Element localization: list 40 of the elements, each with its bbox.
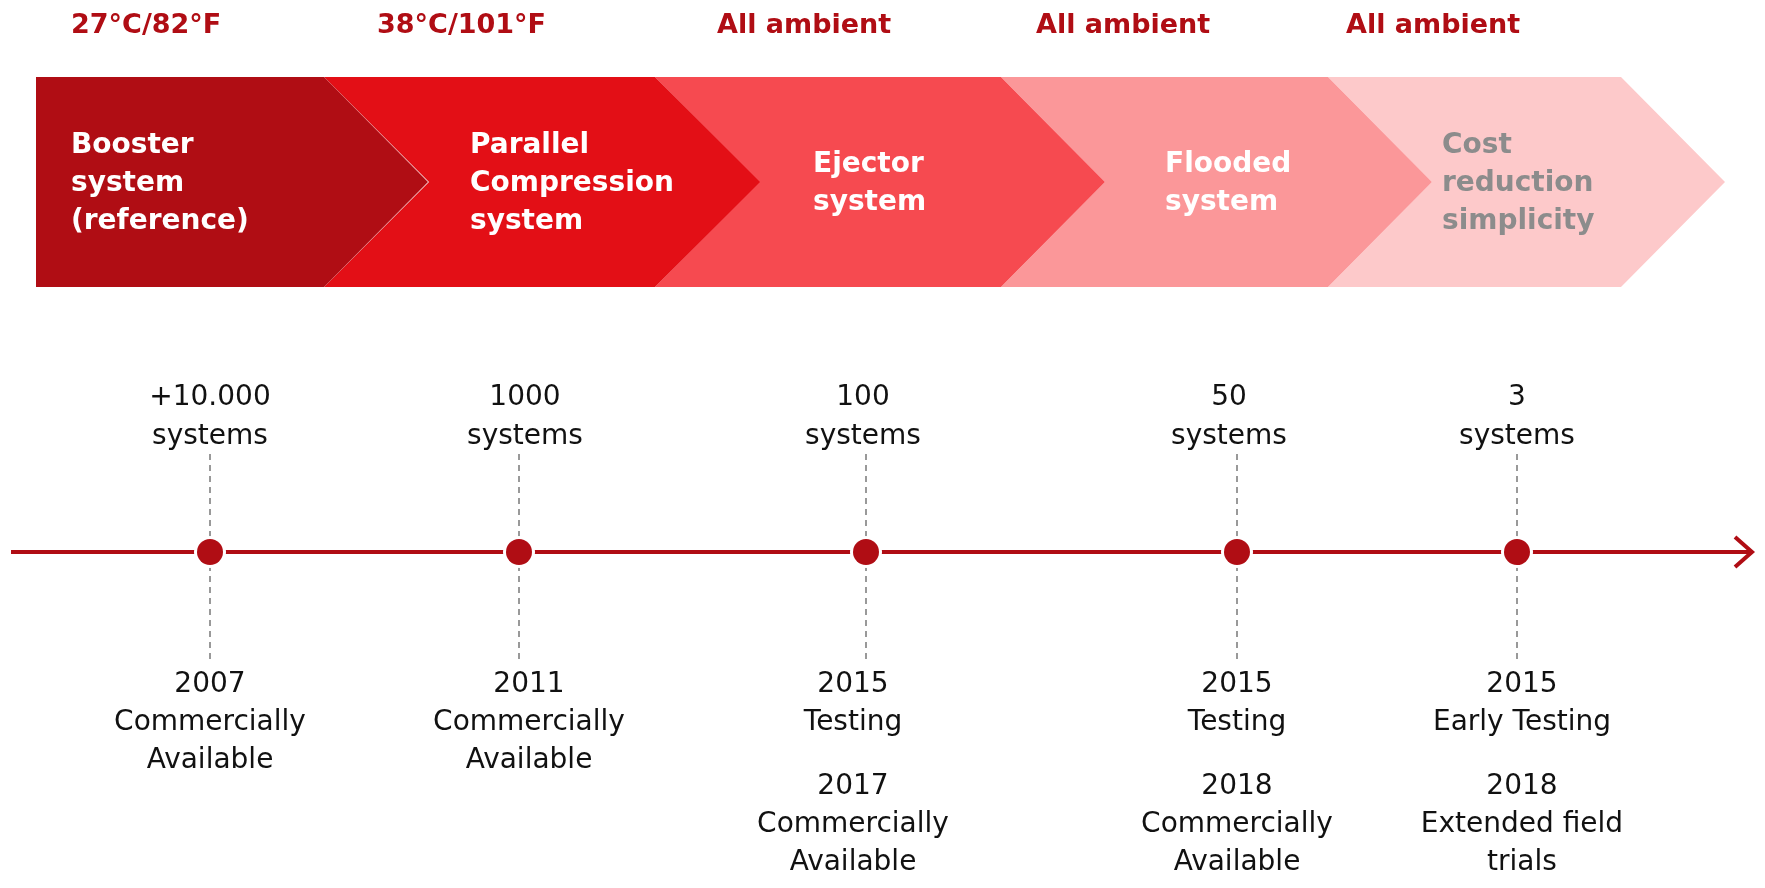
system-count: 100 systems bbox=[797, 376, 929, 454]
chevron-step bbox=[324, 77, 760, 287]
year-label: 2015 bbox=[1200, 665, 1274, 701]
year-label: 2017 bbox=[816, 767, 890, 803]
status-label: Testing bbox=[802, 703, 904, 739]
year-label: 2011 bbox=[492, 665, 566, 701]
status-label: Early Testing bbox=[1431, 703, 1613, 739]
system-count: 50 systems bbox=[1163, 376, 1295, 454]
temperature-label: All ambient bbox=[1346, 8, 1521, 39]
year-label: 2015 bbox=[1485, 665, 1559, 701]
temperature-label: All ambient bbox=[717, 8, 892, 39]
milestone-dot bbox=[1504, 539, 1530, 565]
year-label: 2007 bbox=[173, 665, 247, 701]
chevron-step bbox=[1001, 77, 1432, 287]
step-title: Booster system (reference) bbox=[71, 126, 250, 238]
chevron-step bbox=[1328, 77, 1725, 287]
status-label: Commercially Available bbox=[432, 703, 626, 777]
status-label: Extended field trials bbox=[1419, 805, 1625, 879]
milestone-dot bbox=[197, 539, 223, 565]
chevron-step bbox=[36, 77, 428, 287]
milestone-dot bbox=[1224, 539, 1250, 565]
temperature-label: 27°C/82°F bbox=[71, 8, 222, 39]
year-label: 2018 bbox=[1485, 767, 1559, 803]
step-title: Flooded system bbox=[1165, 145, 1293, 219]
system-count: 3 systems bbox=[1451, 376, 1583, 454]
status-label: Commercially Available bbox=[113, 703, 307, 777]
temperature-label: All ambient bbox=[1036, 8, 1211, 39]
status-label: Testing bbox=[1186, 703, 1288, 739]
step-title: Ejector system bbox=[813, 145, 928, 219]
step-title: Parallel Compression system bbox=[470, 126, 675, 238]
step-title: Cost reduction simplicity bbox=[1442, 126, 1596, 238]
milestone-dot bbox=[506, 539, 532, 565]
system-count: 1000 systems bbox=[459, 376, 591, 454]
status-label: Commercially Available bbox=[756, 805, 950, 879]
temperature-label: 38°C/101°F bbox=[377, 8, 547, 39]
milestone-dot bbox=[853, 539, 879, 565]
year-label: 2018 bbox=[1200, 767, 1274, 803]
system-count: +10.000 systems bbox=[144, 376, 276, 454]
year-label: 2015 bbox=[816, 665, 890, 701]
status-label: Commercially Available bbox=[1140, 805, 1334, 879]
